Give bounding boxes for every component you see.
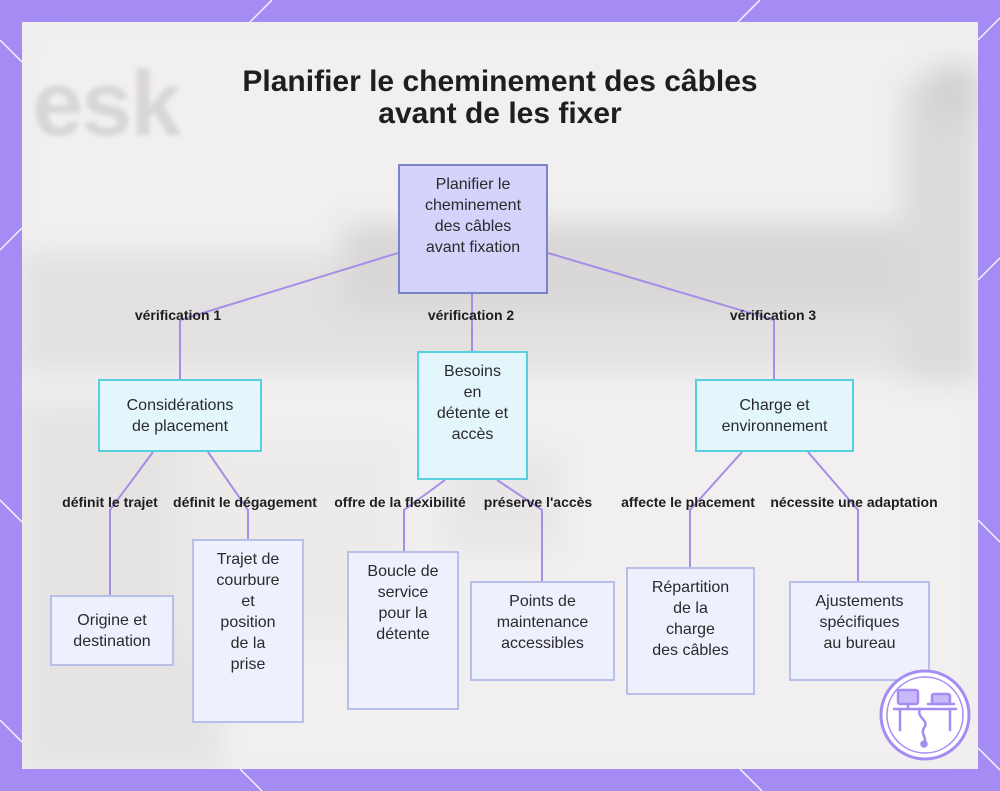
branch-node-load-environment-label: Charge et environnement [721,396,828,435]
leaf-service-loop-label: Boucle de service pour la détente [367,563,439,643]
edge-b3-leaf-2 [807,451,859,582]
branch-node-slack-access-label: Besoins en détente et accès [436,363,509,443]
leaf-origin-destination-label: Origine et destination [73,611,151,650]
leaf-bend-path-label: Trajet de courbure et position de la pri… [216,551,280,673]
edge-b3-leaf-1 [689,451,743,568]
edge-b2-leaf-1 [403,479,446,552]
diagram-title: Planifier le cheminement des câbles avan… [0,66,1000,130]
background-watermark-text: esk [32,53,181,155]
edge-label-defines-route: définit le trajet [62,494,158,510]
edge-label-verification-3: vérification 3 [729,307,817,323]
edge-label-offers-flexibility: offre de la flexibilité [334,494,466,510]
edge-root-branch-1 [179,252,399,380]
edge-b1-leaf-1 [109,451,154,596]
leaf-load-distribution: Répartition de la charge des câbles [626,567,755,695]
leaf-load-distribution-label: Répartition de la charge des câbles [651,579,730,659]
leaf-desk-adjustments-label: Ajustements spécifiques au bureau [815,593,904,652]
branch-node-placement: Considérations de placement [98,379,262,452]
leaf-maintenance-points-label: Points de maintenance accessibles [496,593,589,652]
root-node: Planifier le cheminement des câbles avan… [398,164,548,294]
branch-node-load-environment: Charge et environnement [695,379,854,452]
edge-label-verification-2: vérification 2 [427,307,515,323]
leaf-bend-path: Trajet de courbure et position de la pri… [192,539,304,723]
edge-root-branch-3 [547,252,775,380]
desk-setup-icon [879,669,971,761]
root-node-label: Planifier le cheminement des câbles avan… [424,176,522,256]
edge-b2-leaf-2 [496,479,543,582]
title-line-2: avant de les fixer [378,97,622,130]
title-line-1: Planifier le cheminement des câbles [242,65,758,98]
edge-label-defines-clearance: définit le dégagement [173,494,317,510]
leaf-desk-adjustments: Ajustements spécifiques au bureau [789,581,930,681]
edge-label-affects-placement: affecte le placement [621,494,755,510]
edge-label-requires-adaptation: nécessite une adaptation [770,494,938,510]
edge-label-verification-1: vérification 1 [134,307,222,323]
leaf-maintenance-points: Points de maintenance accessibles [470,581,615,681]
leaf-origin-destination: Origine et destination [50,595,174,666]
edge-label-preserves-access: préserve l'accès [483,494,593,510]
leaf-service-loop: Boucle de service pour la détente [347,551,459,710]
branch-node-placement-label: Considérations de placement [126,396,234,435]
edge-b1-leaf-2 [207,451,249,540]
branch-node-slack-access: Besoins en détente et accès [417,351,528,480]
